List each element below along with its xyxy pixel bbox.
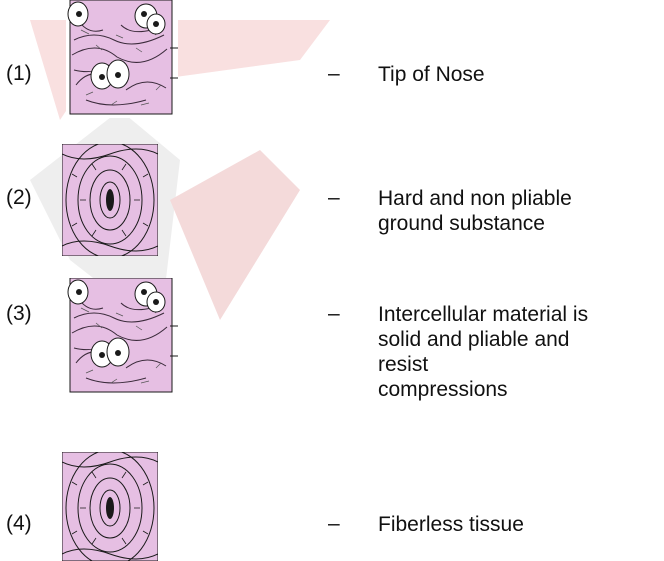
row-3-label: (3) — [6, 302, 32, 326]
row-1-dash: – — [328, 62, 340, 86]
bone-tissue-icon — [62, 452, 158, 561]
row-1-label: (1) — [6, 62, 32, 86]
row-2-description: Hard and non pliable ground substance — [378, 186, 572, 236]
bone-tissue-icon — [62, 144, 158, 256]
row-2-label: (2) — [6, 186, 32, 210]
cartilage-tissue-icon — [66, 0, 178, 118]
row-1-description: Tip of Nose — [378, 62, 485, 87]
row-3-dash: – — [328, 302, 340, 326]
row-4-description: Fiberless tissue — [378, 512, 524, 537]
row-4-label: (4) — [6, 512, 32, 536]
row-2-dash: – — [328, 186, 340, 210]
row-4-dash: – — [328, 512, 340, 536]
cartilage-tissue-icon — [66, 278, 178, 396]
row-3-description: Intercellular material is solid and plia… — [378, 302, 588, 402]
